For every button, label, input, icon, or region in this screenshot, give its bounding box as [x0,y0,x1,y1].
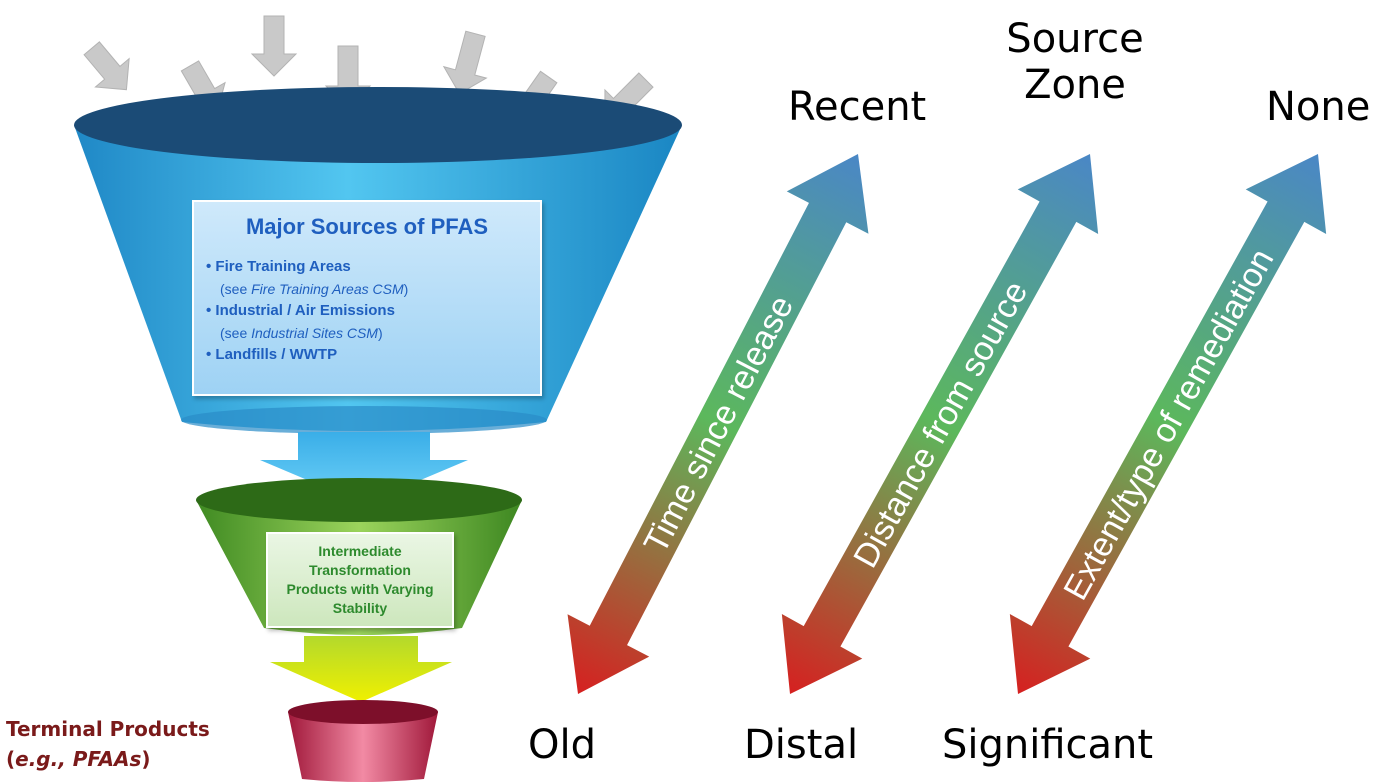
list-item: • Industrial / Air Emissions (see Indust… [206,302,395,341]
input-arrow-icon [442,30,488,95]
arrow1-top-label: Recent [788,84,927,130]
arrow3-bottom-label: Significant [942,722,1154,768]
arrow3-top-label: None [1266,84,1371,130]
down-arrow-blue [260,432,468,504]
double-arrow-icon [781,154,1099,694]
list-item: • Landfills / WWTP [206,346,338,363]
gradient-arrow-label: Extent/type of remediation [1056,243,1281,607]
arrow1-bottom-label: Old [528,722,596,768]
list-item: • Fire Training Areas (see Fire Training… [206,258,409,297]
major-sources-title: Major Sources of PFAS [245,214,489,239]
intermediate-box: Intermediate Transformation Products wit… [266,532,454,628]
major-sources-box: Major Sources of PFAS • Fire Training Ar… [192,200,542,396]
major-sources-list: • Fire Training Areas (see Fire Training… [206,256,408,366]
terminal-products-label: Terminal Products (e.g., PFAAs) [6,717,210,771]
arrow2-bottom-label: Distal [744,722,859,768]
arrow2-top-label: Source Zone [1006,16,1144,108]
funnel-terminal [288,700,438,782]
intermediate-text: Intermediate Transformation Products wit… [286,543,434,616]
input-arrow-icon [250,15,298,77]
double-arrow-icon [567,153,869,694]
gradient-arrow-label: Distance from source [846,275,1035,574]
double-arrow-icon [1009,154,1327,694]
gradient-arrow-label: Time since release [637,290,802,560]
input-arrow-icon [83,41,130,91]
down-arrow-yellow [270,636,452,702]
